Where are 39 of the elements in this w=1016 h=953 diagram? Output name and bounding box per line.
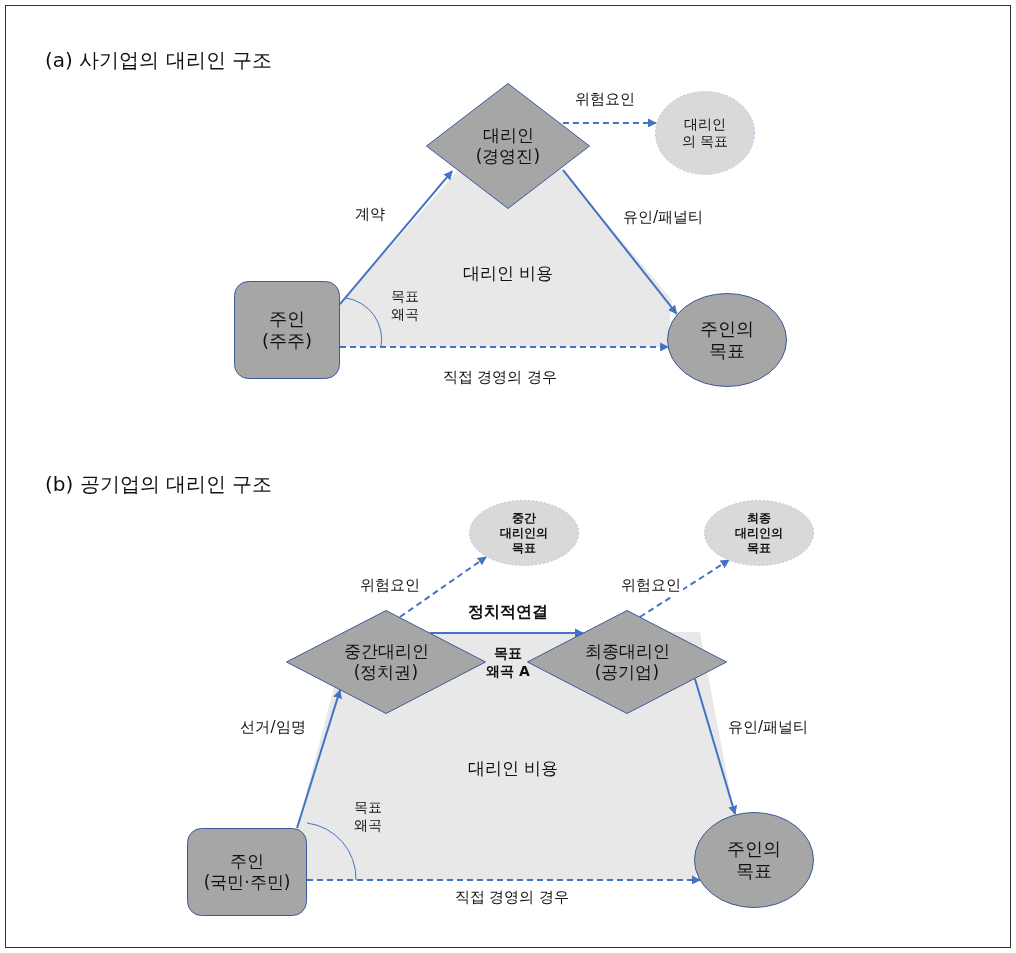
arrow — [639, 559, 730, 618]
arrow — [306, 875, 701, 885]
ellipse — [694, 812, 814, 908]
ellipse — [469, 500, 579, 566]
node-label: 대리인 (경영진) — [474, 124, 542, 168]
ellipse — [655, 91, 755, 175]
panel-heading: (b) 공기업의 대리인 구조 — [45, 471, 273, 497]
edge-label: 위험요인 — [358, 576, 422, 596]
ellipse — [667, 293, 787, 387]
edge-label: 정치적연결 — [466, 601, 550, 623]
node-label: 주인 (국민·주민) — [202, 850, 292, 894]
arrow — [339, 170, 454, 306]
arrow — [561, 168, 678, 315]
angle-label: 목표 왜곡 — [390, 286, 420, 324]
node-label: 최종 대리인의 목표 — [734, 510, 784, 556]
node-label: 중간 대리인의 목표 — [499, 510, 549, 556]
edge-label: 위험요인 — [619, 576, 683, 596]
edge-label: 계약 — [353, 205, 387, 225]
arrow — [429, 628, 584, 638]
arrow — [296, 689, 342, 829]
node-label: 대리인 의 목표 — [680, 115, 730, 151]
arrow — [561, 118, 657, 128]
arrow — [694, 677, 738, 815]
area-label: 대리인 비용 — [462, 261, 554, 285]
rounded-box — [187, 828, 307, 916]
arrow — [339, 342, 670, 352]
edge-label: 위험요인 — [573, 90, 637, 110]
rounded-box — [234, 281, 340, 379]
angle-label: 목표 왜곡 — [353, 797, 383, 835]
area-label: 대리인 비용 — [467, 756, 559, 780]
node-label: 최종대리인 (공기업) — [583, 640, 671, 684]
node-label: 주인의 목표 — [726, 837, 782, 883]
angle-label: 목표 왜곡 A — [485, 643, 531, 681]
arrow — [399, 556, 488, 618]
ellipse — [704, 500, 814, 566]
node-label: 주인의 목표 — [699, 317, 755, 363]
node-label: 중간대리인 (정치권) — [342, 640, 430, 684]
panel-heading: (a) 사기업의 대리인 구조 — [45, 47, 272, 73]
node-label: 주인 (주주) — [260, 307, 313, 353]
